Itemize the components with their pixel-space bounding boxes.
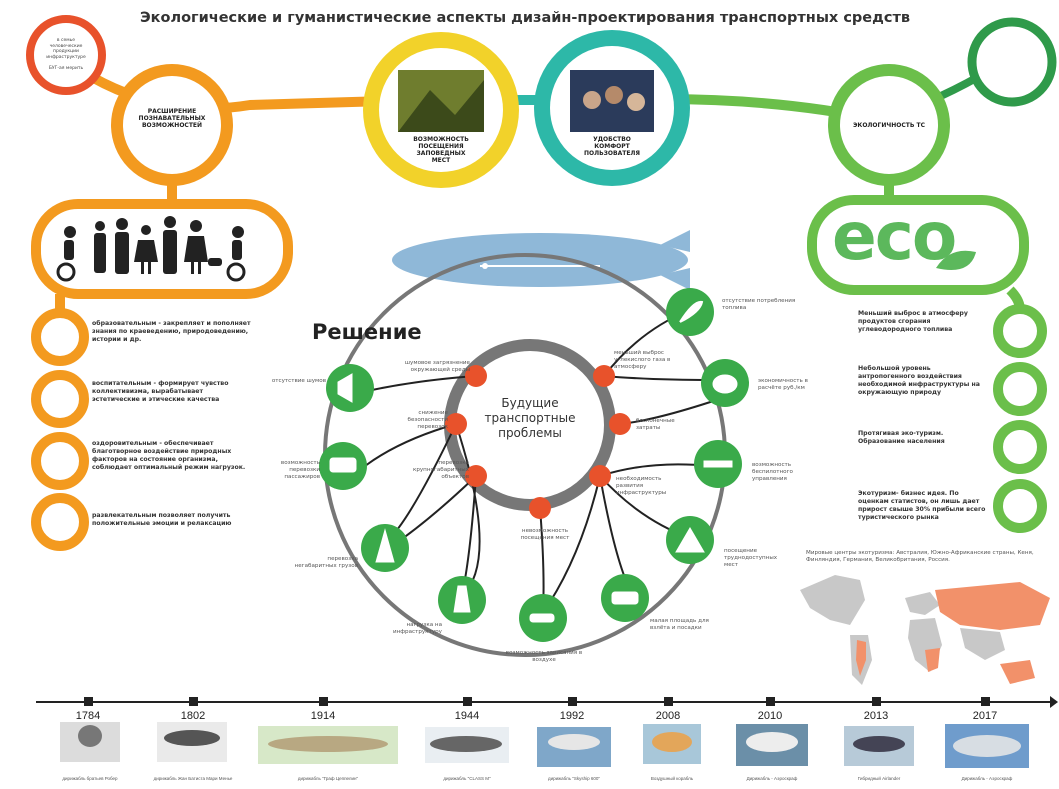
timeline-caption: дирижабль Жан Батиста Мари Менье <box>153 776 233 781</box>
teal-circle-text: УДОБСТВО КОМФОРТ ПОЛЬЗОВАТЕЛЯ <box>572 136 652 157</box>
inner-cloud-icon <box>465 465 487 487</box>
yellow-circle-line: ЗАПОВЕДНЫХ <box>416 150 466 157</box>
timeline-year: 1944 <box>454 710 480 722</box>
yellow-circle-text: ВОЗМОЖНОСТЬ ПОСЕЩЕНИЯ ЗАПОВЕДНЫХ МЕСТ <box>401 136 481 164</box>
inner-label: шумовое загрязнение окружающей среды <box>404 360 470 373</box>
center-label: Будущие транспортные проблемы <box>470 396 590 441</box>
inner-label: невозможность посещения мест <box>520 528 570 541</box>
airship-icon <box>392 230 690 290</box>
timeline-year: 1802 <box>180 710 206 722</box>
eco-leaf-icon <box>936 250 976 270</box>
inner-red-icons <box>445 365 631 519</box>
right-list-item: Меньший выброс в атмосферу продуктов сго… <box>858 310 968 333</box>
inner-money-icon <box>609 413 631 435</box>
outer-label: отсутствие потребления топлива <box>722 298 796 311</box>
inner-label: перевозка крупногабаритных объектов <box>412 460 469 480</box>
inner-megaphone-icon <box>465 365 487 387</box>
left-list-item: развлекательным позволяет получить полож… <box>92 512 232 527</box>
eco-logo-text: eco <box>832 198 957 275</box>
outer-label: возможность перевозки пассажиров <box>280 460 320 480</box>
page-title: Экологические и гуманистические аспекты … <box>140 10 911 26</box>
small-red-circle <box>26 15 106 95</box>
small-red-circle-text: в семье человеческие продукции инфрастру… <box>42 38 90 71</box>
timeline-year: 1914 <box>310 710 336 722</box>
teal-circle-line: КОМФОРТ <box>594 143 630 150</box>
yellow-circle-line: МЕСТ <box>431 157 451 164</box>
timeline-year: 2013 <box>863 710 889 722</box>
orange-circle-line: ПОЗНАВАТЕЛЬНЫХ <box>138 115 206 122</box>
outer-green-icons <box>319 288 749 642</box>
left-list-item: воспитательным - формирует чувство колле… <box>92 380 229 403</box>
outer-label: отсутствие шумов <box>271 378 326 384</box>
small-red-line: в семье человеческие <box>49 38 83 49</box>
outer-label: перевозка негабаритных грузов <box>294 556 358 569</box>
orange-circle-line: РАСШИРЕНИЕ <box>147 108 197 115</box>
inner-label: меньший выброс углекислого газа в атмосф… <box>614 350 671 370</box>
inner-label: необходимость развития инфраструктуры <box>616 476 667 496</box>
timeline <box>36 696 1058 708</box>
right-list-item: Небольшой уровень антропогенного воздейс… <box>858 365 980 396</box>
timeline-year: 1992 <box>559 710 585 722</box>
world-map <box>800 575 1050 685</box>
outer-label: возможность беспилотного управления <box>752 462 793 482</box>
inner-road-icon <box>445 413 467 435</box>
timeline-caption: Дирижабль - Аэроскраф <box>746 776 798 781</box>
center-label-line: Будущие <box>501 396 559 410</box>
left-list-item: оздоровительным - обеспечивает благотвор… <box>92 440 246 471</box>
timeline-caption: Воздушный корабль <box>650 776 694 781</box>
map-caption: Мировые центры экотуризма: Австралия, Юж… <box>806 550 1034 563</box>
outer-ring <box>323 253 727 657</box>
timeline-caption: Гибридный Airlander <box>857 776 901 781</box>
outer-label: возможность зависания в воздухе <box>505 650 583 663</box>
timeline-photos <box>60 722 1029 768</box>
timeline-caption: дирижабль "Граф Цеппелин" <box>297 776 359 781</box>
inner-label: бесконечные затраты <box>636 418 675 431</box>
outer-label: экономичность в расчёте руб./км <box>758 378 808 391</box>
right-list-item: Протягивая эко-туризм. Образование насел… <box>858 430 945 445</box>
center-label-line: транспортные <box>484 411 576 425</box>
timeline-caption: дирижабль братьев Робер <box>62 776 118 781</box>
inner-label: снижение безопасности перевозок <box>407 410 449 430</box>
timeline-year: 2017 <box>972 710 998 722</box>
inner-mountain-icon <box>589 465 611 487</box>
right-list-item: Экотуризм- бизнес идея. По оценкам стати… <box>858 490 986 521</box>
left-list-item: образовательным - закрепляет и пополняет… <box>92 320 251 343</box>
outer-label: посещение труднодоступных мест <box>724 548 778 568</box>
timeline-year: 1784 <box>75 710 101 722</box>
inner-co2-icon <box>593 365 615 387</box>
solution-heading: Решение <box>312 320 422 344</box>
timeline-caption: Дирижабль - Аэроскраф <box>961 776 1013 781</box>
orange-circle-line: ВОЗМОЖНОСТЕЙ <box>141 122 203 129</box>
outer-label: нагрузка на инфраструктуру <box>392 622 442 635</box>
small-red-line: БУГ-ая мерить <box>48 65 84 71</box>
yellow-circle-line: ВОЗМОЖНОСТЬ <box>413 136 469 143</box>
eco-box <box>807 195 1029 295</box>
small-red-line: продукции <box>53 49 79 54</box>
timeline-caption: дирижабль "CLASS M" <box>443 776 491 781</box>
timeline-caption: дирижабль "Skyship 600" <box>548 776 600 781</box>
inner-car-icon <box>529 497 551 519</box>
center-label-line: проблемы <box>498 426 562 440</box>
timeline-year: 2010 <box>757 710 783 722</box>
outer-label: малая площадь для взлёта и посадки <box>650 618 709 631</box>
teal-circle-line: УДОБСТВО <box>593 136 631 143</box>
timeline-year: 2008 <box>655 710 681 722</box>
small-red-line: инфраструктуре <box>46 54 86 60</box>
orange-circle-text: РАСШИРЕНИЕ ПОЗНАВАТЕЛЬНЫХ ВОЗМОЖНОСТЕЙ <box>127 108 217 129</box>
teal-circle-line: ПОЛЬЗОВАТЕЛЯ <box>583 150 641 157</box>
people-silhouettes <box>56 216 246 282</box>
dark-green-circle <box>967 17 1057 107</box>
green-circle-text: ЭКОЛОГИЧНОСТЬ ТС <box>853 122 925 129</box>
yellow-circle-line: ПОСЕЩЕНИЯ <box>418 143 464 150</box>
